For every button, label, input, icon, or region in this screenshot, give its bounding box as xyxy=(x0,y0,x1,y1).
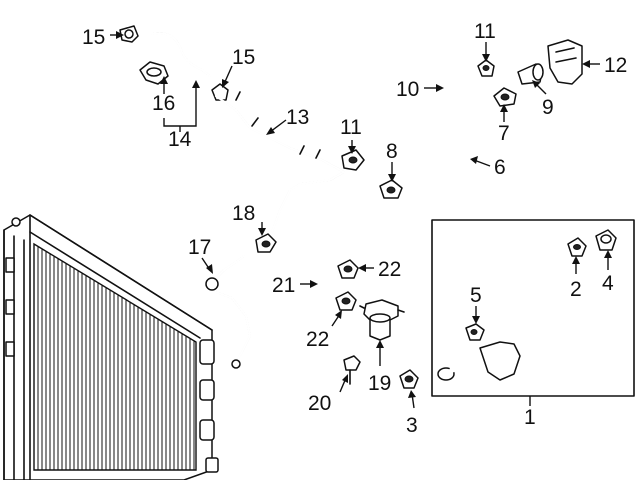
clamp-15-top xyxy=(119,25,139,43)
housing-12 xyxy=(547,39,583,85)
clamp-18 xyxy=(255,233,277,253)
callout-22-upper: 22 xyxy=(378,258,401,281)
callout-13: 13 xyxy=(286,106,309,129)
callout-15-mid: 15 xyxy=(232,46,255,69)
part-5 xyxy=(465,323,485,341)
callout-8: 8 xyxy=(386,140,398,163)
radiator xyxy=(3,214,219,480)
leader-lines xyxy=(110,31,612,409)
hose-21 xyxy=(315,271,337,299)
callout-7: 7 xyxy=(498,122,510,145)
clamp-11-top xyxy=(477,59,495,77)
callout-19: 19 xyxy=(368,372,391,395)
bolt-20 xyxy=(343,355,361,385)
clamp-22-lower xyxy=(335,291,357,311)
clamp-22-upper xyxy=(337,259,359,279)
part-4 xyxy=(595,229,617,251)
callout-16: 16 xyxy=(152,92,175,115)
callout-18: 18 xyxy=(232,202,255,225)
clamp-2 xyxy=(567,237,587,257)
callout-17: 17 xyxy=(188,236,211,259)
hose-6 xyxy=(400,102,494,203)
callout-11-top: 11 xyxy=(474,20,496,43)
assembly-1-box xyxy=(431,219,635,397)
pump-19 xyxy=(359,299,405,341)
callout-10: 10 xyxy=(396,78,419,101)
callout-9: 9 xyxy=(542,96,554,119)
pipe-13 xyxy=(214,91,347,250)
callout-14: 14 xyxy=(168,128,192,151)
hose-10 xyxy=(428,60,470,118)
callout-20: 20 xyxy=(308,392,331,415)
callout-15-top: 15 xyxy=(82,26,105,49)
callout-21: 21 xyxy=(272,274,295,297)
callout-2: 2 xyxy=(570,278,582,301)
clamp-16 xyxy=(139,61,169,85)
callout-22-lower: 22 xyxy=(306,328,329,351)
callout-4: 4 xyxy=(602,272,614,295)
clamp-3 xyxy=(399,369,419,389)
pipe-17 xyxy=(205,254,252,369)
clamp-8 xyxy=(379,179,403,199)
callout-6: 6 xyxy=(494,156,506,179)
callout-11-mid: 11 xyxy=(340,116,362,139)
clamp-11-mid xyxy=(341,149,365,171)
callout-12: 12 xyxy=(604,54,627,77)
clamp-7 xyxy=(493,87,517,107)
hose-14 xyxy=(150,32,212,78)
callout-5: 5 xyxy=(470,284,482,307)
callout-3: 3 xyxy=(406,414,418,437)
connector-9 xyxy=(517,63,544,85)
callout-labels: 15 16 14 15 13 11 11 10 12 9 7 8 6 18 17… xyxy=(82,20,627,437)
callout-1: 1 xyxy=(524,406,536,429)
